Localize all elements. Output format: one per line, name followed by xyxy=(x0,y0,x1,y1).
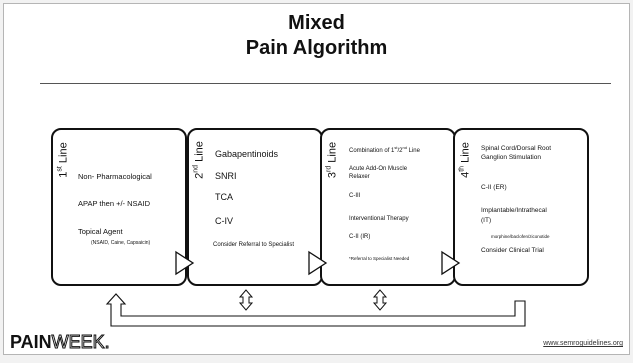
intrathecal-agents-note: morphine/baclofen/ziconotide xyxy=(491,234,550,239)
tca-item: TCA xyxy=(215,192,233,202)
consider-referral-item: Consider Referral to Specialist xyxy=(213,242,295,248)
painweek-logo: PAINWEEK. xyxy=(10,332,110,353)
topical-agent-examples: (NSAID, Caine, Capsaicin) xyxy=(91,240,151,246)
implantable-intrathecal-line1: Implantable/Intrathecal xyxy=(481,207,547,214)
gabapentinoids-item: Gabapentinoids xyxy=(215,149,279,159)
flow-arrows xyxy=(105,250,526,327)
spinal-cord-stimulation-line2: Ganglion Stimulation xyxy=(481,154,541,161)
combination-item: Combination of 1st/2nd Line xyxy=(349,145,420,154)
source-url-link[interactable]: www.semroguidelines.org xyxy=(543,340,623,347)
title-line-2: Pain Algorithm xyxy=(245,37,388,59)
non-pharmacological-item: Non- Pharmacological xyxy=(78,172,152,181)
topical-agent-item: Topical Agent xyxy=(78,227,123,236)
title-line-1: Mixed xyxy=(288,12,345,34)
c-ii-ir-item: C-II (IR) xyxy=(349,234,371,240)
interventional-therapy-item: Interventional Therapy xyxy=(349,216,409,222)
c-iii-item: C-III xyxy=(349,193,361,199)
bidirectional-arrow-2-icon xyxy=(238,289,254,311)
apap-nsaid-item: APAP then +/- NSAID xyxy=(78,199,151,208)
spinal-cord-stimulation-line1: Spinal Cord/Dorsal Root xyxy=(481,145,552,152)
referral-needed-note: *Referral to Specialist Needed xyxy=(349,256,410,261)
bidirectional-arrow-3-icon xyxy=(372,289,388,311)
title-divider xyxy=(40,83,611,84)
arrow-1-to-2-icon xyxy=(175,250,195,276)
c-iv-item: C-IV xyxy=(215,216,233,226)
third-line-box: 3rd Line Combination of 1st/2nd Line Acu… xyxy=(320,128,456,286)
snri-item: SNRI xyxy=(215,171,237,181)
arrow-2-to-3-icon xyxy=(308,250,328,276)
c-ii-er-item: C-II (ER) xyxy=(481,184,507,191)
slide-title: Mixed Pain Algorithm xyxy=(4,11,629,61)
implantable-intrathecal-line2: (IT) xyxy=(481,217,492,224)
first-line-box: 1st Line Non- Pharmacological APAP then … xyxy=(51,128,187,286)
slide: Mixed Pain Algorithm 1st Line Non- Pharm… xyxy=(3,3,630,355)
muscle-relaxer-item-line1: Acute Add-On Muscle xyxy=(349,166,408,172)
muscle-relaxer-item-line2: Relaxer xyxy=(349,174,370,180)
fourth-line-box: 4th Line Spinal Cord/Dorsal Root Ganglio… xyxy=(453,128,589,286)
return-to-first-line-arrow-icon xyxy=(105,293,526,327)
second-line-box: 2nd Line Gabapentinoids SNRI TCA C-IV Co… xyxy=(187,128,323,286)
arrow-3-to-4-icon xyxy=(441,250,461,276)
clinical-trial-item: Consider Clinical Trial xyxy=(481,247,544,254)
